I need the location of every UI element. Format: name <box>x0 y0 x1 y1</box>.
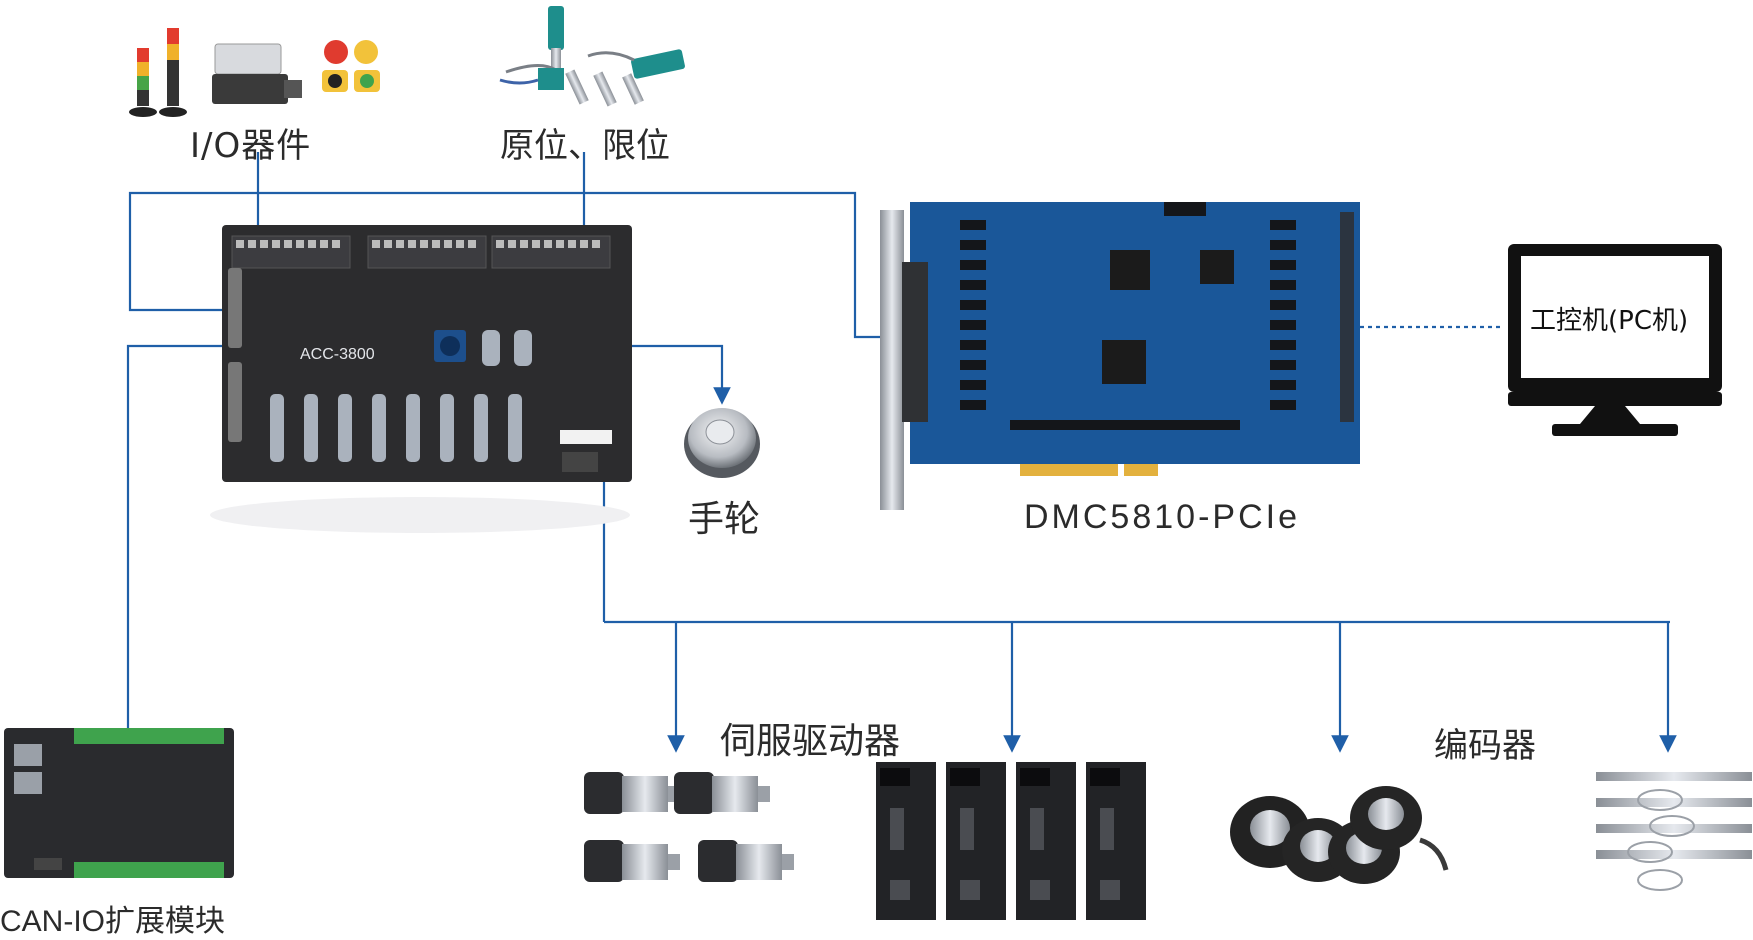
linear-scales-image <box>1596 772 1752 891</box>
handwheel-label: 手轮 <box>688 499 761 540</box>
servo-motors-image <box>584 772 794 882</box>
ipc-label: 工控机(PC机) <box>1530 306 1689 336</box>
dmc5810-pcie-card <box>880 202 1360 510</box>
dmc-card-label: DMC5810-PCIe <box>1024 498 1300 536</box>
servo-drivers-image <box>876 762 1146 920</box>
acc-3800-board <box>210 225 632 533</box>
monitor-icon <box>1508 244 1722 436</box>
home-limit-label: 原位、限位 <box>500 126 670 166</box>
acc-board-label: ACC-3800 <box>300 346 375 363</box>
encoder-label: 编码器 <box>1434 726 1536 766</box>
servo-driver-label: 伺服驱动器 <box>720 721 901 762</box>
handwheel-image <box>684 408 760 478</box>
can-io-module-image <box>4 728 234 878</box>
can-io-label: CAN-IO扩展模块 <box>0 905 225 938</box>
sensors-image <box>499 6 685 107</box>
io-devices-label: I/O器件 <box>190 126 312 166</box>
io-devices-image <box>129 28 380 117</box>
encoders-image <box>1230 786 1449 884</box>
line-top-loop <box>128 191 912 339</box>
